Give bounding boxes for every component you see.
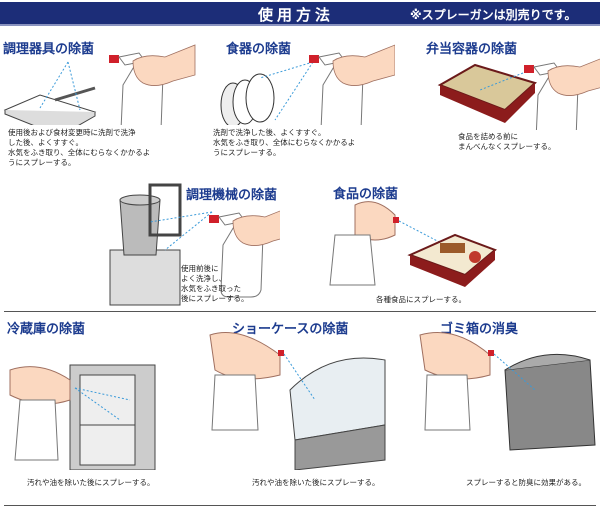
lunchbox-illustration bbox=[437, 55, 600, 130]
sold-separately-note: ※スプレーガンは別売りです。 bbox=[410, 8, 577, 22]
section-title-food: 食品の除菌 bbox=[333, 187, 399, 202]
section-desc-food: 各種食品にスプレーする。 bbox=[376, 295, 466, 304]
spray-bottle-icon bbox=[308, 44, 395, 125]
section-title-showcase: ショーケースの除菌 bbox=[232, 322, 349, 337]
spray-bottle-icon bbox=[523, 55, 600, 130]
dishes-illustration bbox=[220, 44, 395, 125]
cooking-machine-illustration bbox=[109, 183, 280, 306]
section-title-dishes: 食器の除菌 bbox=[226, 42, 292, 57]
section-title-cookware: 調理器具の除菌 bbox=[3, 42, 95, 57]
section-desc-cookware: 使用後および食材変更時に洗剤で洗浄した後、よくすすぐ。水気をふき取り、全体にむら… bbox=[8, 128, 151, 167]
section-desc-trash-bin: スプレーすると防臭に効果がある。 bbox=[466, 478, 586, 487]
spray-bottle-icon bbox=[108, 44, 196, 125]
bottom-divider bbox=[4, 505, 596, 506]
trash-bin-illustration bbox=[419, 332, 596, 451]
section-title-trash-bin: ゴミ箱の消臭 bbox=[440, 322, 519, 337]
section-desc-showcase: 汚れや油を除いた後にスプレーする。 bbox=[252, 478, 380, 487]
section-title-cooking-machine: 調理機械の除菌 bbox=[186, 188, 278, 203]
showcase-illustration bbox=[209, 332, 386, 470]
section-title-lunchbox: 弁当容器の除菌 bbox=[426, 42, 518, 57]
food-illustration bbox=[329, 201, 497, 287]
section-desc-refrigerator: 汚れや油を除いた後にスプレーする。 bbox=[27, 478, 155, 487]
section-desc-lunchbox: 食品を詰める前にまんべんなくスプレーする。 bbox=[458, 132, 556, 151]
section-desc-dishes: 洗剤で洗浄した後、よくすすぐ。水気をふき取り、全体にむらなくかかるようにスプレー… bbox=[213, 128, 356, 157]
cookware-illustration bbox=[3, 44, 196, 125]
section-desc-cooking-machine: 使用前後によく洗浄し、水気をふき取った後にスプレーする。 bbox=[181, 264, 249, 303]
page-title: 使用方法 bbox=[258, 6, 335, 24]
header-bar: 使用方法 ※スプレーガンは別売りです。 bbox=[0, 2, 600, 26]
divider bbox=[4, 311, 596, 312]
refrigerator-illustration bbox=[9, 364, 156, 470]
section-title-refrigerator: 冷蔵庫の除菌 bbox=[7, 322, 86, 337]
